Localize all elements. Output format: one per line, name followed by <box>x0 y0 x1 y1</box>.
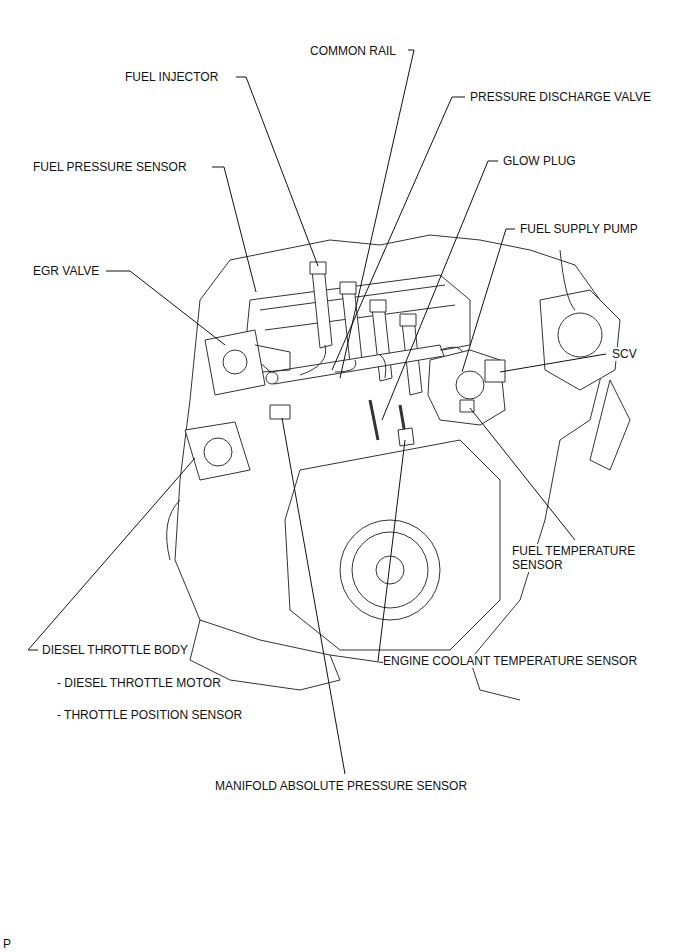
part-label: MANIFOLD ABSOLUTE PRESSURE SENSOR <box>215 779 467 793</box>
sub-part-label-box: - THROTTLE POSITION SENSOR <box>57 708 242 722</box>
sub-part-label-box: - DIESEL THROTTLE MOTOR <box>57 676 221 690</box>
part-label-box: FUEL SUPPLY PUMP <box>520 222 638 236</box>
part-label-box: FUEL TEMPERATURE SENSOR <box>512 544 652 572</box>
sub-part-label: - DIESEL THROTTLE MOTOR <box>57 676 221 690</box>
part-label: EGR VALVE <box>33 264 99 278</box>
part-label: DIESEL THROTTLE BODY <box>42 643 188 657</box>
part-label: COMMON RAIL <box>310 44 396 58</box>
part-label: FUEL TEMPERATURE SENSOR <box>512 544 635 572</box>
part-label: PRESSURE DISCHARGE VALVE <box>470 90 651 104</box>
part-label: FUEL SUPPLY PUMP <box>520 222 638 236</box>
part-label: SCV <box>612 347 637 361</box>
part-label-box: SCV <box>612 347 637 361</box>
part-label: GLOW PLUG <box>503 154 576 168</box>
part-label-box: ENGINE COOLANT TEMPERATURE SENSOR <box>383 654 637 668</box>
part-label-box: PRESSURE DISCHARGE VALVE <box>470 90 651 104</box>
part-label: FUEL INJECTOR <box>125 70 218 84</box>
part-label-box: MANIFOLD ABSOLUTE PRESSURE SENSOR <box>215 779 467 793</box>
figure-code: P <box>3 937 11 951</box>
part-label-box: DIESEL THROTTLE BODY <box>42 643 188 657</box>
part-label-box: FUEL INJECTOR <box>125 70 218 84</box>
part-label-box: FUEL PRESSURE SENSOR <box>33 160 187 174</box>
part-label: FUEL PRESSURE SENSOR <box>33 160 187 174</box>
part-label: ENGINE COOLANT TEMPERATURE SENSOR <box>383 654 637 668</box>
part-label-box: EGR VALVE <box>33 264 99 278</box>
part-label-box: GLOW PLUG <box>503 154 576 168</box>
sub-part-label: - THROTTLE POSITION SENSOR <box>57 708 242 722</box>
part-label-box: COMMON RAIL <box>310 44 396 58</box>
figure-code-box: P <box>3 937 11 951</box>
